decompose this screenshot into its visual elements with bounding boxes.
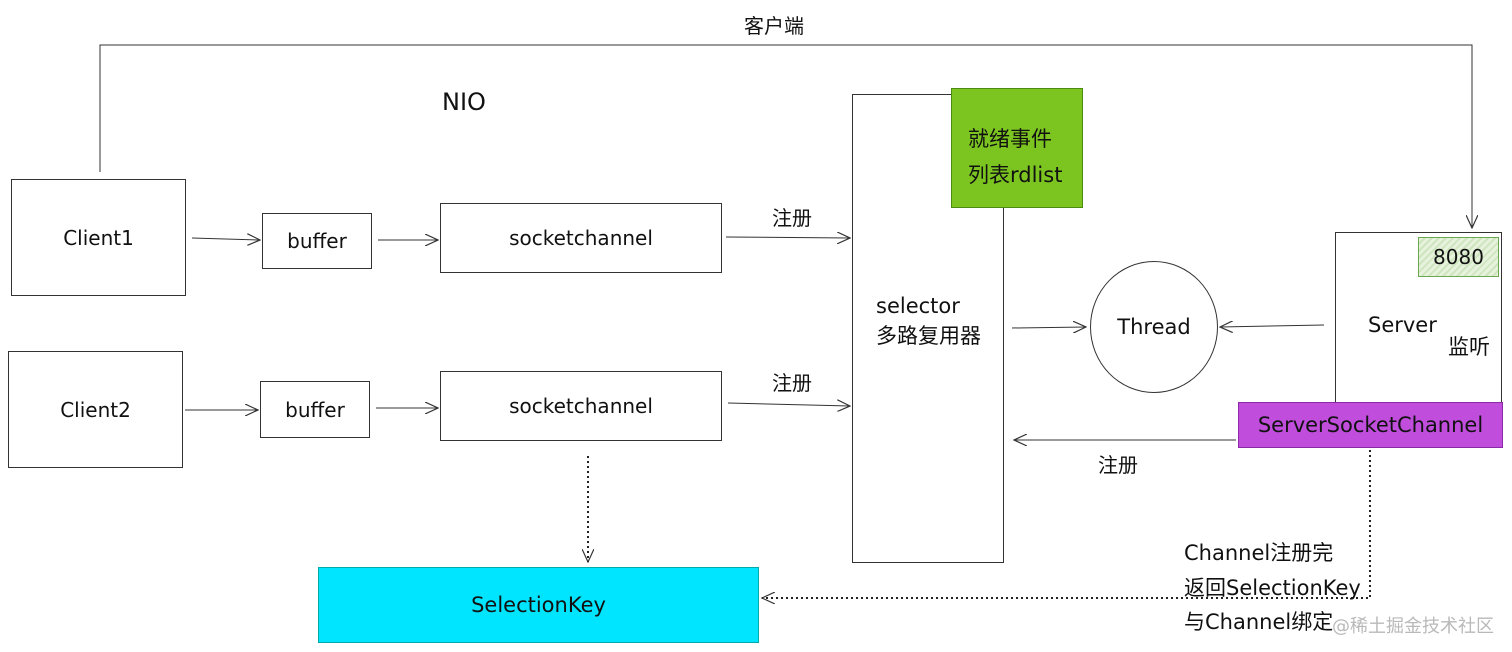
register-label-2: 注册 [772,371,812,395]
server-socket-channel-label: ServerSocketChannel [1257,413,1484,437]
socketchannel1-box: socketchannel [440,203,722,273]
server-socket-channel-box: ServerSocketChannel [1238,402,1503,448]
buffer1-box: buffer [262,213,372,269]
selector-label: selector [876,294,960,318]
client1-label: Client1 [63,225,134,250]
arrow-selector-thread [1011,327,1086,328]
client1-box: Client1 [11,179,186,296]
port-label: 8080 [1433,245,1484,269]
buffer2-label: buffer [285,397,345,422]
server-label: Server [1368,313,1437,337]
buffer1-label: buffer [287,229,347,253]
arrow-client1-buffer [191,238,260,240]
listen-label: 监听 [1448,335,1490,359]
socketchannel2-label: socketchannel [509,394,653,418]
selection-key-box: SelectionKey [318,567,759,643]
note-line-1: Channel注册完 [1184,541,1334,565]
client2-label: Client2 [60,397,131,422]
register-label-1: 注册 [772,206,812,230]
thread-label: Thread [1117,315,1191,339]
client-to-server-line [99,44,1472,228]
note-line-2: 返回SelectionKey [1184,576,1361,600]
thread-circle: Thread [1090,261,1218,393]
watermark: @稀土掘金技术社区 [1332,616,1494,637]
ready-event-list-box: 就绪事件 列表rdlist [951,88,1083,208]
socketchannel1-label: socketchannel [509,226,653,250]
arrow-socketchannel1-selector [725,237,850,238]
arrow-server-thread [1220,325,1325,327]
ready-list-label-1: 就绪事件 [968,127,1052,151]
arrow-socketchannel2-selector [727,403,850,406]
selector-sublabel: 多路复用器 [876,324,981,348]
socketchannel2-box: socketchannel [440,371,722,441]
buffer2-box: buffer [260,381,370,438]
port-8080-box: 8080 [1418,237,1499,277]
note-line-3: 与Channel绑定 [1184,610,1334,634]
selection-key-label: SelectionKey [471,593,606,617]
nio-title: NIO [442,88,486,116]
register-label-3: 注册 [1098,453,1138,477]
ready-list-label-2: 列表rdlist [968,163,1063,187]
client-side-label: 客户端 [744,14,804,38]
client2-box: Client2 [8,351,183,468]
